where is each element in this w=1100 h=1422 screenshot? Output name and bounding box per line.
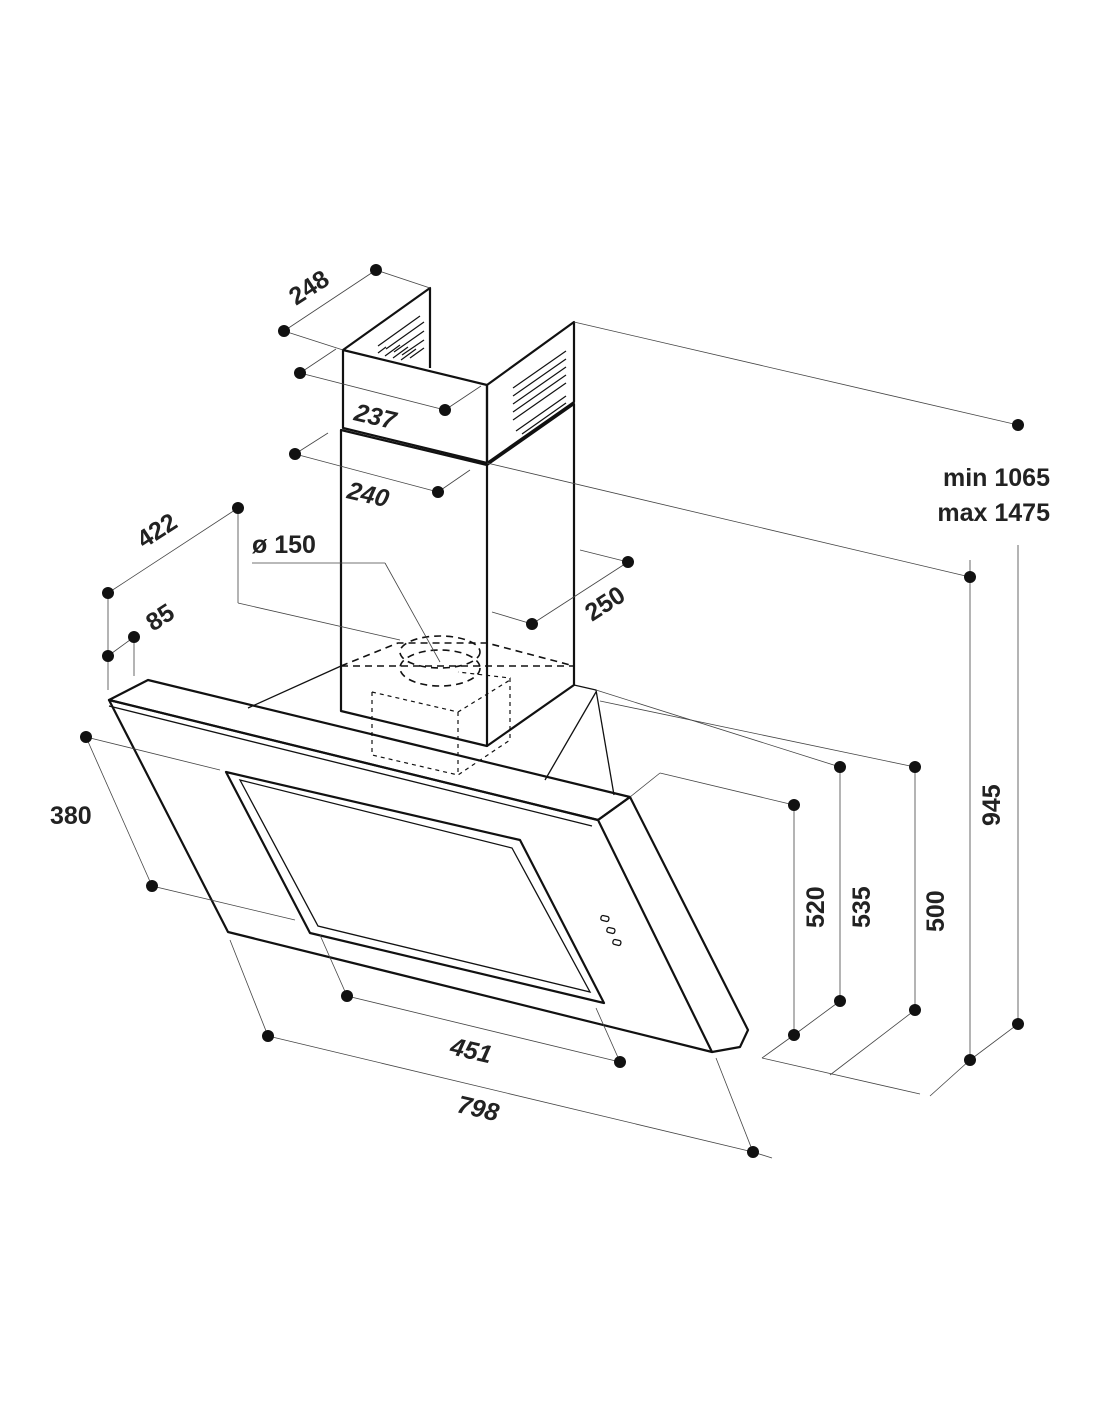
label-945: 945 (978, 784, 1006, 826)
button-fan-icon (606, 926, 616, 935)
dimension-labels: 248 237 240 422 ø 150 85 250 380 451 798… (50, 265, 1050, 1127)
vent-slots-side (512, 350, 567, 435)
glass-panel-edge (597, 795, 750, 1054)
label-height-min: min 1065 (943, 464, 1050, 492)
lower-chimney-side (486, 402, 576, 747)
dimension-lines (85, 269, 1019, 1159)
back-plate (247, 665, 342, 709)
label-422: 422 (132, 508, 182, 554)
label-85: 85 (141, 598, 180, 637)
upper-chimney-side (485, 320, 576, 465)
glass-panel-front (107, 698, 714, 1054)
label-798: 798 (455, 1091, 502, 1128)
inner-window-inner (238, 779, 592, 993)
button-power-icon (612, 938, 622, 947)
upper-chimney-back (342, 286, 432, 368)
back-plate-right (573, 684, 615, 796)
button-light-icon (600, 914, 610, 923)
inner-window-outer (224, 770, 606, 1005)
vent-slots-back (377, 315, 425, 361)
label-150: ø 150 (252, 531, 316, 559)
label-520: 520 (802, 886, 830, 928)
label-248: 248 (284, 265, 334, 311)
label-380: 380 (50, 802, 92, 830)
label-240: 240 (344, 476, 392, 513)
hidden-duct (340, 635, 575, 776)
control-buttons (600, 914, 622, 947)
dimension-endpoints (80, 264, 1024, 1158)
label-451: 451 (447, 1032, 495, 1069)
label-height-max: max 1475 (937, 499, 1050, 527)
label-500: 500 (922, 890, 950, 932)
hood-body (107, 286, 750, 1054)
label-237: 237 (351, 398, 400, 435)
lower-chimney-front (339, 428, 489, 748)
label-535: 535 (848, 886, 876, 928)
